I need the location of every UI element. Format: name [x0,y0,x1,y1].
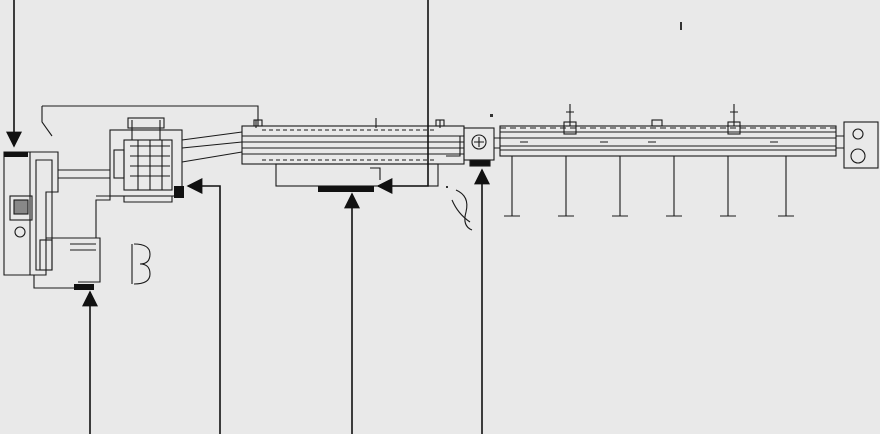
marker-barrel [318,186,374,192]
arrow-feeder-from-bottom [186,178,221,434]
operator-symbol-left [131,243,151,285]
loader-unit [3,105,259,289]
arrow-barrel-from-top [376,0,429,194]
callout-arrows [6,0,490,434]
cooling-conveyor [499,104,837,157]
marker-extruder [74,284,94,290]
operator-symbol-right [451,189,473,231]
conveyor-legs [504,156,794,217]
barrel-section [181,118,465,187]
scan-specks [446,22,682,188]
coupling-head [463,127,500,167]
marker-bars [4,152,374,290]
marker-loader [4,152,28,157]
marker-feeder [174,186,184,198]
end-drive-box [836,121,879,169]
extruder-block [95,117,183,238]
